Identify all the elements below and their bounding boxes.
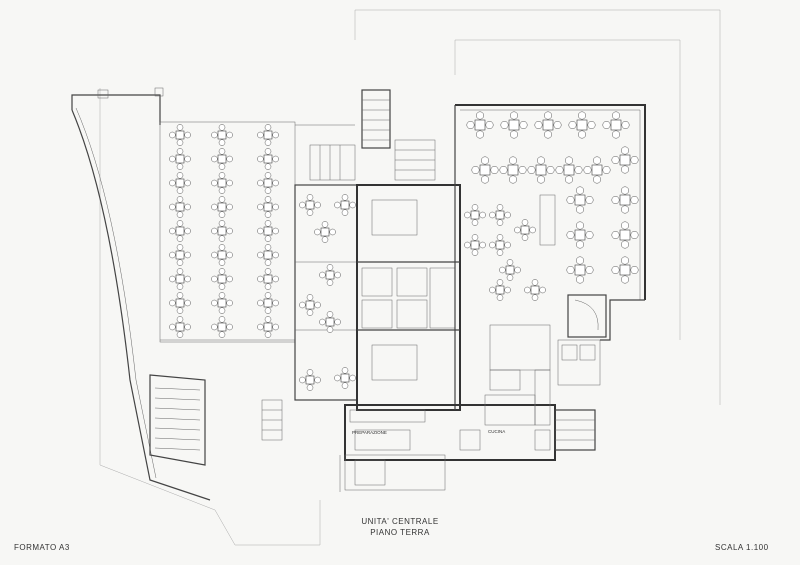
table-with-chairs [500, 111, 528, 139]
table-with-chairs [211, 220, 233, 242]
curved-terrace [71, 87, 211, 501]
table-with-chairs [169, 124, 191, 146]
kitchen-block [344, 369, 556, 461]
furniture-layer [169, 111, 639, 391]
table-with-chairs [169, 292, 191, 314]
table-with-chairs [611, 221, 639, 249]
table-with-chairs [257, 196, 279, 218]
table-with-chairs [489, 204, 511, 226]
table-with-chairs [257, 316, 279, 338]
table-with-chairs [211, 292, 233, 314]
table-with-chairs [466, 111, 494, 139]
table-with-chairs [211, 148, 233, 170]
table-with-chairs [169, 220, 191, 242]
table-with-chairs [211, 268, 233, 290]
table-with-chairs [611, 146, 639, 174]
table-with-chairs [257, 268, 279, 290]
table-with-chairs [299, 294, 321, 316]
table-with-chairs [555, 156, 583, 184]
drawing-subtitle: PIANO TERRA [370, 528, 430, 537]
table-with-chairs [319, 311, 341, 333]
table-with-chairs [169, 268, 191, 290]
table-with-chairs [566, 186, 594, 214]
table-with-chairs [257, 172, 279, 194]
table-with-chairs [464, 204, 486, 226]
preparation-room-label: PREPARAZIONE [352, 430, 387, 435]
table-with-chairs [314, 221, 336, 243]
table-with-chairs [211, 172, 233, 194]
bar-counter [489, 194, 556, 371]
drawing-title-block: UNITA' CENTRALE PIANO TERRA [330, 516, 470, 538]
table-with-chairs [257, 148, 279, 170]
table-with-chairs [299, 369, 321, 391]
table-with-chairs [211, 316, 233, 338]
table-with-chairs [527, 156, 555, 184]
staircase-north [309, 89, 436, 181]
table-with-chairs [334, 367, 356, 389]
table-with-chairs [464, 234, 486, 256]
table-with-chairs [524, 279, 546, 301]
table-with-chairs [471, 156, 499, 184]
table-with-chairs [568, 111, 596, 139]
staircase-southwest [149, 374, 283, 466]
table-with-chairs [534, 111, 562, 139]
table-with-chairs [499, 259, 521, 281]
table-with-chairs [566, 256, 594, 284]
main-dining-hall [454, 104, 646, 410]
table-with-chairs [169, 148, 191, 170]
table-with-chairs [169, 244, 191, 266]
kitchen-entrance [339, 454, 446, 492]
table-with-chairs [602, 111, 630, 139]
staircase-east [554, 294, 607, 451]
table-with-chairs [257, 244, 279, 266]
table-with-chairs [211, 196, 233, 218]
table-with-chairs [514, 219, 536, 241]
table-with-chairs [334, 194, 356, 216]
paper-format-label: FORMATO A3 [14, 543, 70, 552]
table-with-chairs [489, 234, 511, 256]
table-with-chairs [611, 186, 639, 214]
kitchen-room-label: CUCINA [488, 429, 505, 434]
table-with-chairs [611, 256, 639, 284]
table-with-chairs [257, 220, 279, 242]
site-boundary [99, 9, 721, 546]
table-with-chairs [257, 292, 279, 314]
table-with-chairs [499, 156, 527, 184]
table-with-chairs [257, 124, 279, 146]
table-with-chairs [211, 244, 233, 266]
table-with-chairs [319, 264, 341, 286]
veranda-dining-room [294, 184, 358, 401]
table-with-chairs [299, 194, 321, 216]
table-with-chairs [489, 279, 511, 301]
service-core [356, 184, 461, 411]
table-with-chairs [583, 156, 611, 184]
table-with-chairs [566, 221, 594, 249]
table-with-chairs [169, 316, 191, 338]
drawing-title: UNITA' CENTRALE [361, 517, 439, 526]
table-with-chairs [211, 124, 233, 146]
table-with-chairs [169, 172, 191, 194]
table-with-chairs [169, 196, 191, 218]
scale-label: SCALA 1.100 [715, 543, 769, 552]
